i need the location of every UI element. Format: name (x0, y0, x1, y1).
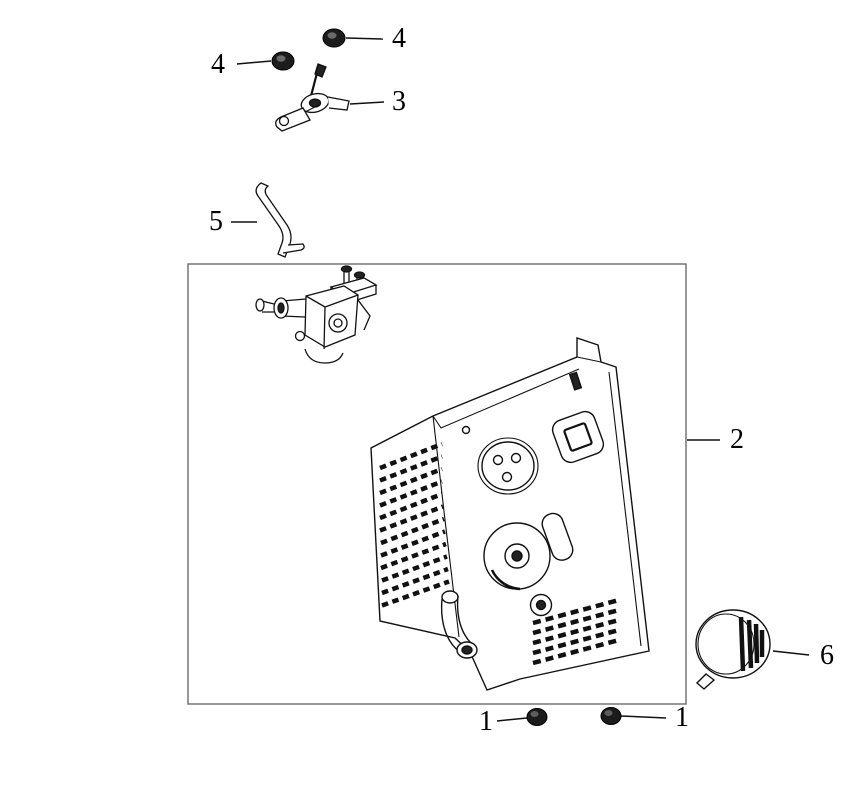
grommet-part-upper (322, 28, 346, 48)
callout-1-right: 1 (675, 702, 689, 733)
leader-line (496, 717, 528, 722)
leader-line (236, 60, 272, 65)
cap-ribs (738, 616, 765, 672)
bolt-part-right (600, 707, 622, 725)
leader-line (345, 37, 384, 40)
carburetor-part (255, 265, 378, 364)
leader-line (772, 650, 810, 656)
callout-6: 6 (820, 640, 834, 671)
callout-4-upper: 4 (392, 23, 406, 54)
callout-1-left: 1 (479, 706, 493, 737)
screw-hole (461, 425, 471, 435)
socket-cluster (477, 437, 539, 495)
small-hole (529, 593, 553, 617)
choke-lever-part (275, 63, 350, 132)
louver-field-bottom (532, 597, 620, 666)
back-panel-part (370, 337, 650, 691)
drain-pipe (440, 590, 478, 659)
callout-5: 5 (209, 206, 223, 237)
leader-lines (231, 37, 810, 722)
louver-field-left (379, 441, 450, 608)
cap-part (695, 609, 771, 690)
grommet-part-lower (271, 51, 295, 71)
leader-line (620, 715, 667, 719)
boundary-box (187, 263, 687, 705)
leader-line (349, 101, 385, 105)
square-receptacle (551, 410, 605, 464)
callout-2: 2 (730, 424, 744, 455)
stay-bracket-part (255, 182, 305, 258)
bolt-part-left (526, 708, 548, 726)
callout-3: 3 (392, 86, 406, 117)
round-recess (483, 512, 574, 591)
flange-slot (568, 371, 583, 391)
callout-4-lower: 4 (211, 49, 225, 80)
